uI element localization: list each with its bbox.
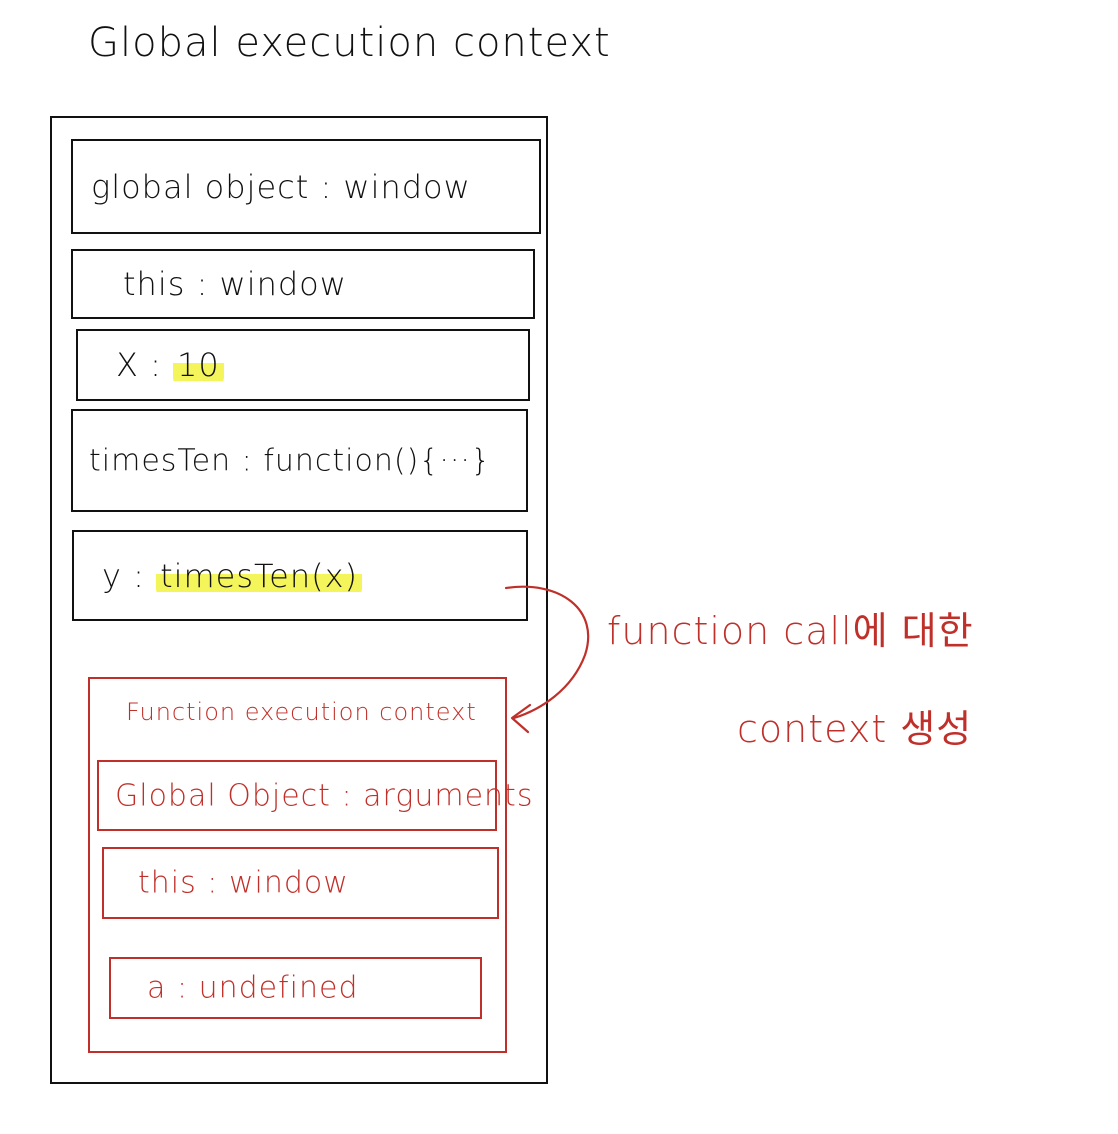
function-context-title: Function execution context (126, 698, 477, 726)
highlighted-value: 10 (173, 346, 224, 384)
highlighted-value: timesTen(x) (156, 556, 363, 595)
global-row-x: X : 10 (76, 329, 530, 401)
global-row-timesten: timesTen : function(){···} (71, 409, 528, 512)
global-row-y: y : timesTen(x) (72, 530, 528, 621)
global-row-this: this : window (71, 249, 535, 319)
function-row-global-object: Global Object : arguments (97, 760, 532, 831)
function-row-a: a : undefined (109, 957, 482, 1019)
annotation-line-2: context 생성 (737, 707, 973, 751)
annotation-line-1: function call에 대한 (607, 609, 974, 653)
global-row-global-object: global object : window (71, 139, 541, 234)
global-context-box (50, 116, 548, 1084)
function-context-box (88, 677, 507, 1053)
diagram-title: Global execution context (88, 20, 611, 66)
function-row-this: this : window (102, 847, 499, 919)
